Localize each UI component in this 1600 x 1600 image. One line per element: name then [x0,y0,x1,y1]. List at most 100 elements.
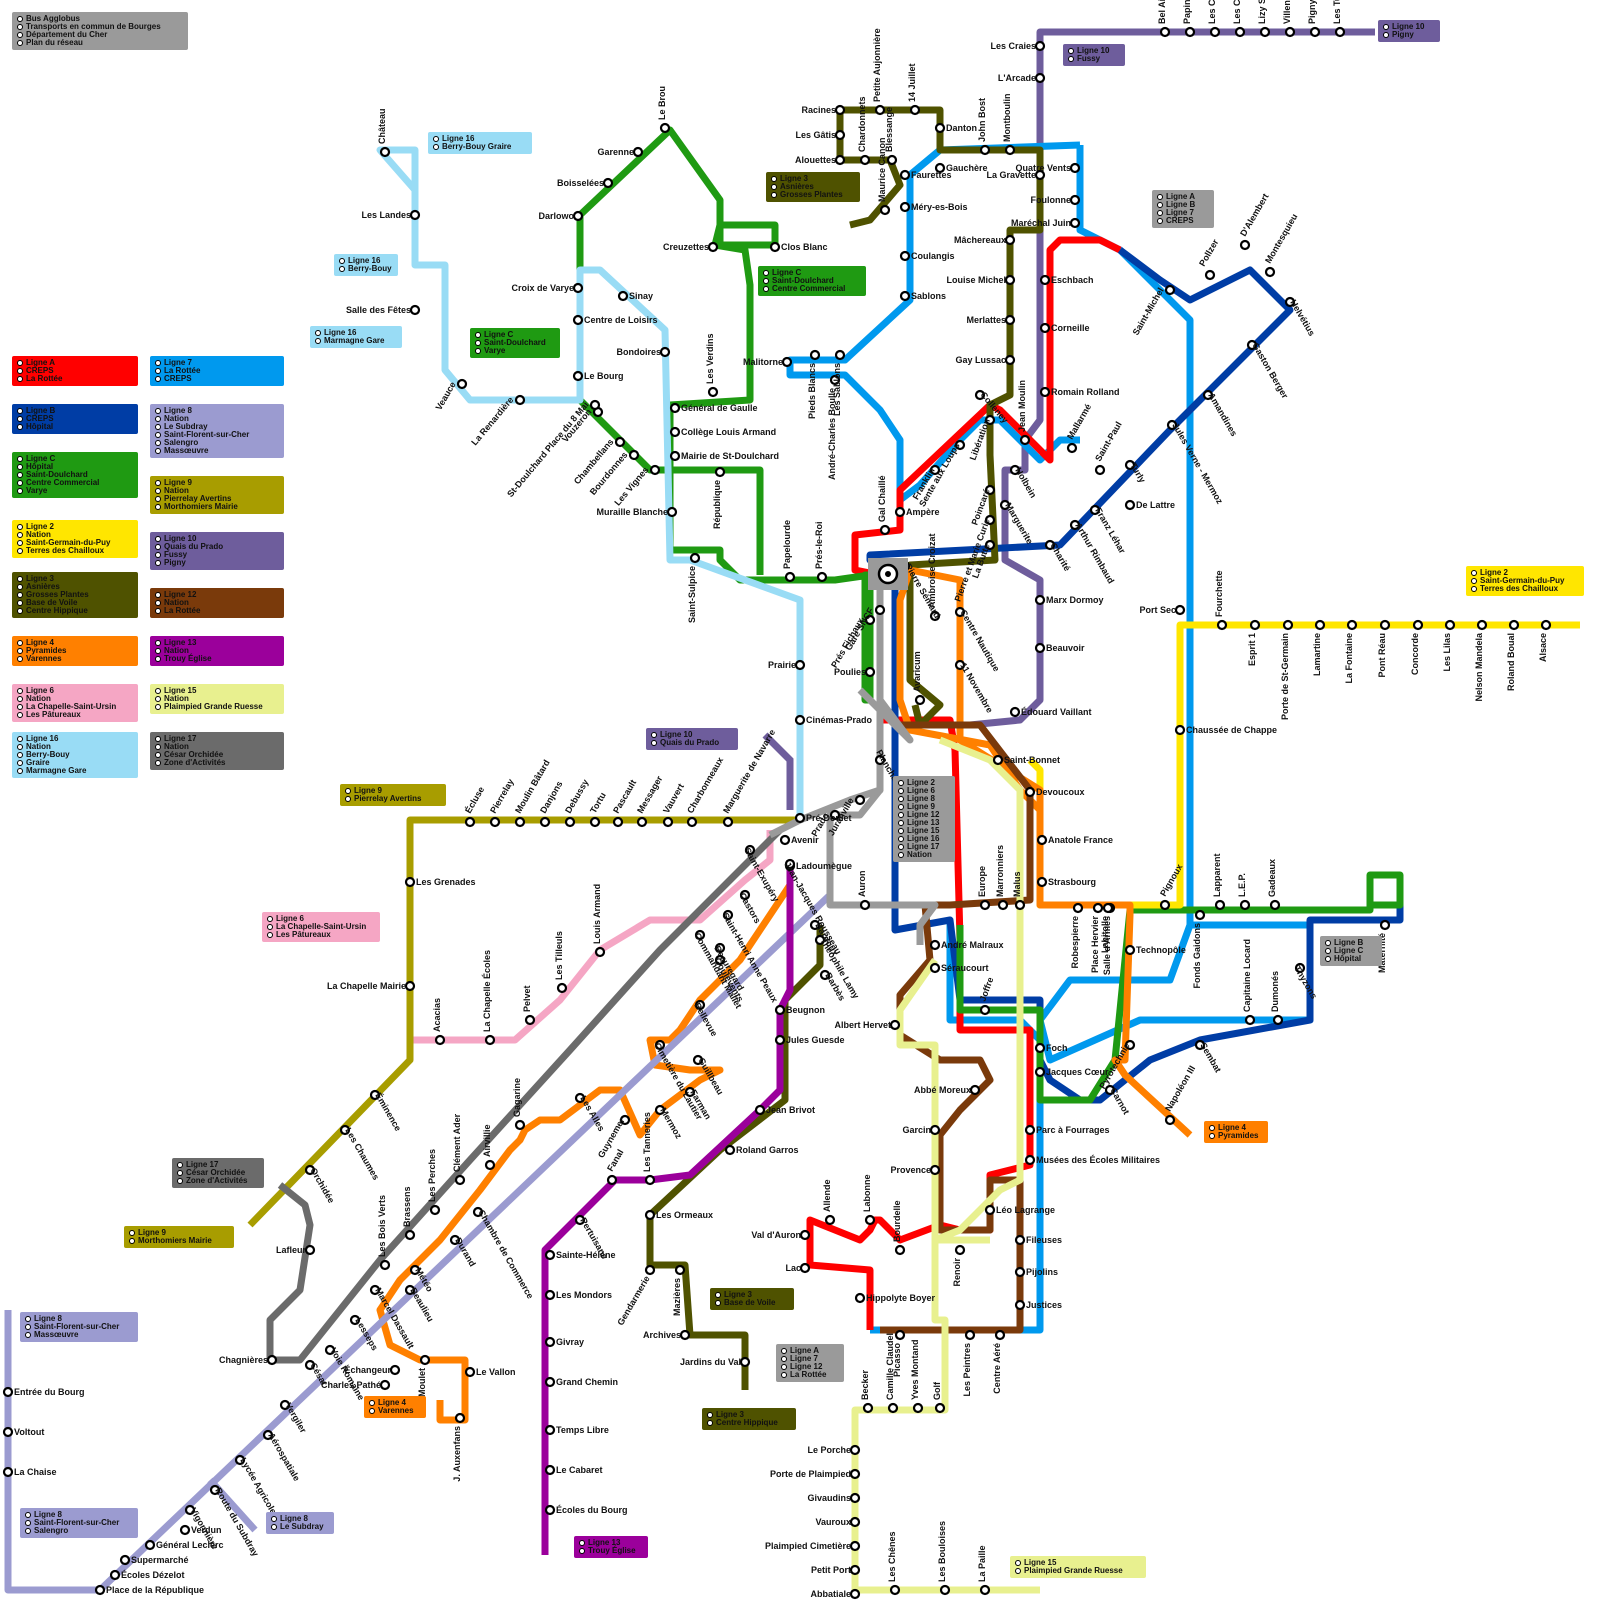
station-dot[interactable] [591,818,599,826]
station-dot[interactable] [966,1331,974,1339]
station-dot[interactable] [1166,286,1174,294]
station-dot[interactable] [896,1331,904,1339]
station-dot[interactable] [724,818,732,826]
station-dot[interactable] [1236,28,1244,36]
station-dot[interactable] [546,1338,554,1346]
station-dot[interactable] [1006,146,1014,154]
station-dot[interactable] [691,554,699,562]
station-dot[interactable] [881,206,889,214]
station-dot[interactable] [891,1021,899,1029]
station-dot[interactable] [574,316,582,324]
station-dot[interactable] [1026,1156,1034,1164]
station-dot[interactable] [671,428,679,436]
station-dot[interactable] [486,1036,494,1044]
station-dot[interactable] [1026,788,1034,796]
station-dot[interactable] [1246,1016,1254,1024]
station-dot[interactable] [866,1216,874,1224]
station-dot[interactable] [1036,74,1044,82]
station-dot[interactable] [1176,726,1184,734]
station-dot[interactable] [836,106,844,114]
station-dot[interactable] [306,1246,314,1254]
station-dot[interactable] [516,396,524,404]
station-dot[interactable] [619,292,627,300]
station-dot[interactable] [391,1366,399,1374]
station-dot[interactable] [756,1106,764,1114]
station-dot[interactable] [876,106,884,114]
station-dot[interactable] [526,1016,534,1024]
station-dot[interactable] [566,818,574,826]
station-dot[interactable] [836,156,844,164]
station-dot[interactable] [1274,1016,1282,1024]
station-dot[interactable] [1074,904,1082,912]
station-dot[interactable] [1211,28,1219,36]
station-dot[interactable] [999,901,1007,909]
station-dot[interactable] [1036,644,1044,652]
station-dot[interactable] [1068,444,1076,452]
station-dot[interactable] [1241,901,1249,909]
station-dot[interactable] [981,1586,989,1594]
station-dot[interactable] [1311,28,1319,36]
station-dot[interactable] [836,131,844,139]
station-dot[interactable] [456,1176,464,1184]
station-dot[interactable] [1071,196,1079,204]
station-dot[interactable] [541,818,549,826]
station-dot[interactable] [604,179,612,187]
station-dot[interactable] [1021,436,1029,444]
station-dot[interactable] [1261,28,1269,36]
station-dot[interactable] [558,984,566,992]
station-dot[interactable] [516,1121,524,1129]
station-dot[interactable] [1006,276,1014,284]
station-dot[interactable] [741,1358,749,1366]
station-dot[interactable] [1381,621,1389,629]
station-dot[interactable] [111,1571,119,1579]
station-dot[interactable] [856,1294,864,1302]
station-dot[interactable] [851,1566,859,1574]
station-dot[interactable] [466,1368,474,1376]
station-dot[interactable] [901,171,909,179]
station-dot[interactable] [1542,621,1550,629]
station-dot[interactable] [1071,164,1079,172]
station-dot[interactable] [436,1036,444,1044]
station-dot[interactable] [688,818,696,826]
station-dot[interactable] [931,964,939,972]
station-dot[interactable] [1161,28,1169,36]
station-dot[interactable] [851,1446,859,1454]
station-dot[interactable] [851,1542,859,1550]
station-dot[interactable] [121,1556,129,1564]
station-dot[interactable] [856,796,864,804]
station-dot[interactable] [931,1166,939,1174]
station-dot[interactable] [574,284,582,292]
station-dot[interactable] [661,124,669,132]
station-dot[interactable] [1006,236,1014,244]
station-dot[interactable] [896,1246,904,1254]
station-dot[interactable] [776,1006,784,1014]
station-dot[interactable] [421,1356,429,1364]
station-dot[interactable] [181,1526,189,1534]
station-dot[interactable] [1166,1116,1174,1124]
station-dot[interactable] [1038,878,1046,886]
station-dot[interactable] [1510,621,1518,629]
station-dot[interactable] [431,1206,439,1214]
station-dot[interactable] [466,818,474,826]
station-dot[interactable] [796,661,804,669]
station-dot[interactable] [889,1404,897,1412]
station-dot[interactable] [1336,28,1344,36]
station-dot[interactable] [931,941,939,949]
station-dot[interactable] [546,1466,554,1474]
station-dot[interactable] [646,1211,654,1219]
station-dot[interactable] [406,878,414,886]
station-dot[interactable] [801,1264,809,1272]
station-dot[interactable] [1348,621,1356,629]
station-dot[interactable] [546,1506,554,1514]
station-dot[interactable] [901,203,909,211]
station-dot[interactable] [851,1518,859,1526]
station-dot[interactable] [1036,42,1044,50]
station-dot[interactable] [671,452,679,460]
station-dot[interactable] [896,508,904,516]
station-dot[interactable] [1126,501,1134,509]
station-dot[interactable] [574,372,582,380]
station-dot[interactable] [888,156,896,164]
station-dot[interactable] [709,243,717,251]
station-dot[interactable] [911,106,919,114]
station-dot[interactable] [1266,268,1274,276]
